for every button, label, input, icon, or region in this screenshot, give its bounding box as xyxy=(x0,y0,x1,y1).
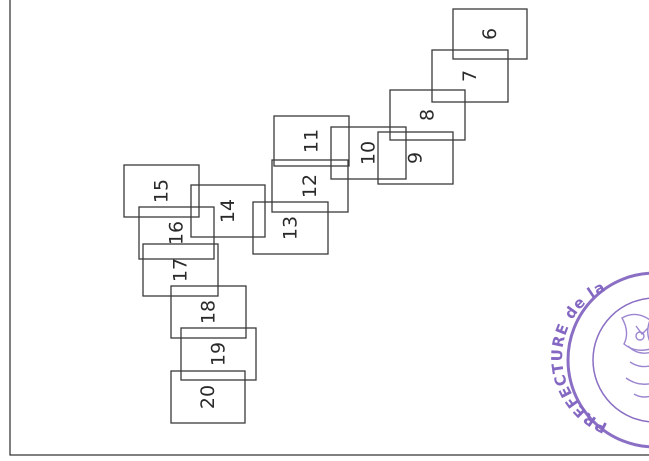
plot-outline xyxy=(142,243,219,297)
plot-outline xyxy=(273,115,350,167)
plot-number: 18 xyxy=(198,300,220,324)
plot-number: 20 xyxy=(197,385,219,409)
plot-number: 13 xyxy=(280,216,302,240)
plot-outline xyxy=(377,131,454,185)
plot-8: 8 xyxy=(389,89,466,141)
plot-17: 17 xyxy=(142,243,219,297)
prefecture-stamp: PREFECTURE de la xyxy=(548,271,649,449)
plot-9: 9 xyxy=(377,131,454,185)
plot-number: 19 xyxy=(208,342,230,366)
plot-outline xyxy=(138,206,215,260)
plot-outline xyxy=(190,184,266,238)
plot-13: 13 xyxy=(252,201,329,255)
plot-19: 19 xyxy=(180,327,257,381)
plot-outline xyxy=(170,370,246,424)
plot-number: 12 xyxy=(299,174,321,198)
plot-outline xyxy=(180,327,257,381)
plot-6: 6 xyxy=(452,8,528,60)
plot-15: 15 xyxy=(123,164,200,218)
plot-outline xyxy=(170,285,247,339)
plot-number: 17 xyxy=(170,258,192,282)
plot-outline xyxy=(252,201,329,255)
plot-outline xyxy=(431,49,509,103)
plot-20: 20 xyxy=(170,370,246,424)
plot-outline xyxy=(330,126,407,180)
plot-outline xyxy=(389,89,466,141)
plot-number: 7 xyxy=(459,70,481,82)
plot-outline xyxy=(271,159,349,213)
plot-number: 11 xyxy=(301,129,323,153)
plot-outline xyxy=(452,8,528,60)
stamp-text: PREFECTURE de la xyxy=(548,278,610,437)
plot-16: 16 xyxy=(138,206,215,260)
plot-14: 14 xyxy=(190,184,266,238)
plot-outline xyxy=(123,164,200,218)
plot-number: 16 xyxy=(166,221,188,245)
stamp-emblem-icon xyxy=(621,313,649,398)
plot-18: 18 xyxy=(170,285,247,339)
plot-number: 6 xyxy=(479,28,501,40)
plot-7: 7 xyxy=(431,49,509,103)
plot-12: 12 xyxy=(271,159,349,213)
plot-number: 14 xyxy=(217,199,239,223)
plot-number: 15 xyxy=(151,179,173,203)
plot-10: 10 xyxy=(330,126,407,180)
page-border xyxy=(9,0,649,456)
plot-number: 9 xyxy=(405,152,427,164)
plot-11: 11 xyxy=(273,115,350,167)
stamp-text-path: PREFECTURE de la xyxy=(548,278,609,437)
plot-number: 8 xyxy=(417,109,439,121)
plot-number: 10 xyxy=(358,141,380,165)
